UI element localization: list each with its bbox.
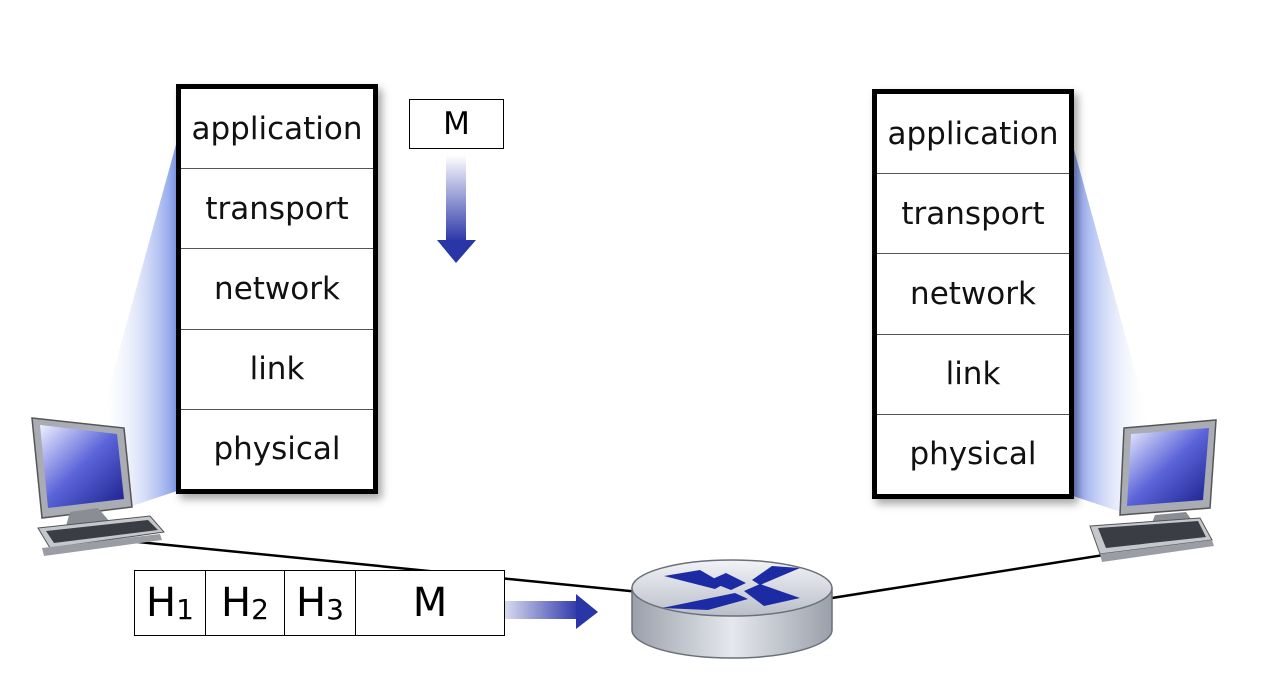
dest-computer-icon xyxy=(1089,419,1217,562)
header-h3-base: H xyxy=(296,580,327,626)
header-h1-base: H xyxy=(146,580,177,626)
dest-layer-physical: physical xyxy=(909,436,1037,473)
right-arrow-icon xyxy=(488,594,598,629)
dest-layer-network: network xyxy=(877,254,1069,335)
link-router-to-dest xyxy=(831,546,1149,600)
dest-layer-transport: transport xyxy=(877,174,1069,255)
dest-layer-link: link xyxy=(877,335,1069,415)
link-source-to-router xyxy=(127,539,641,594)
dest-protocol-stack: application transport network link physi… xyxy=(872,89,1074,499)
dest-layer-application: application xyxy=(877,94,1069,175)
header-h2-base: H xyxy=(221,580,252,626)
message-box: M xyxy=(409,99,504,149)
source-layer-physical: physical xyxy=(213,431,341,468)
router-icon xyxy=(631,559,833,659)
source-layer-transport: transport xyxy=(181,169,373,250)
source-layer-network: network xyxy=(181,249,373,330)
source-protocol-stack: application transport network link physi… xyxy=(176,84,378,494)
source-host-halo xyxy=(100,130,180,510)
source-computer-icon xyxy=(31,417,165,556)
dest-host-halo xyxy=(1070,135,1150,515)
header-h3-sub: 3 xyxy=(326,592,344,626)
source-layer-application: application xyxy=(181,89,373,170)
source-layer-link: link xyxy=(181,330,373,410)
down-arrow-icon xyxy=(437,155,476,263)
header-h1-sub: 1 xyxy=(176,592,194,626)
header-h2-sub: 2 xyxy=(251,592,269,626)
datagram-payload: M xyxy=(412,580,448,626)
